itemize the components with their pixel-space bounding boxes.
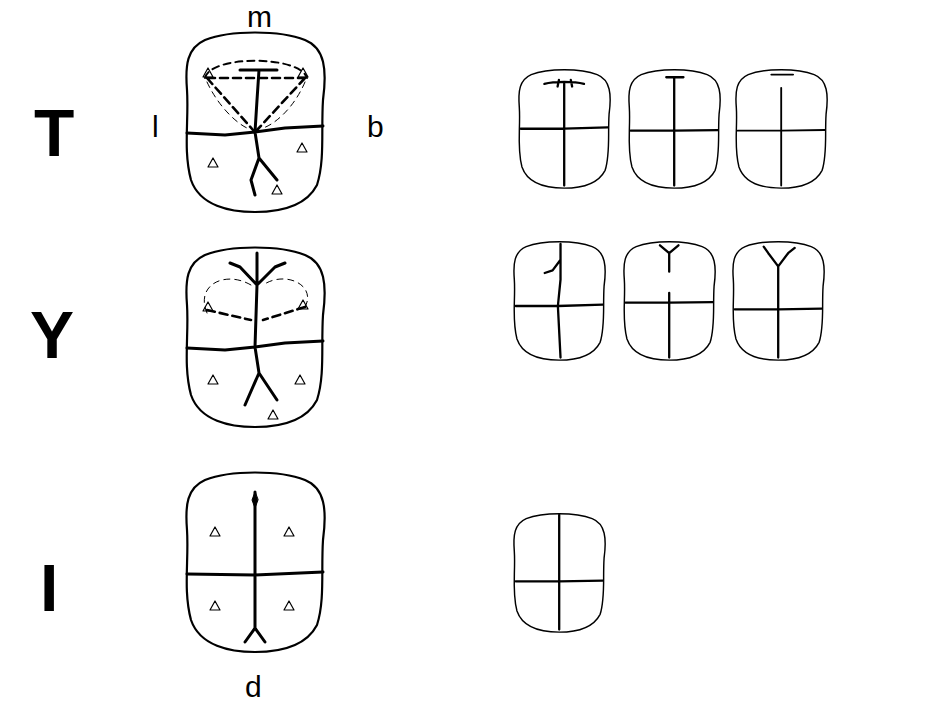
pattern-letter: T <box>34 100 74 166</box>
mesial-label: m <box>247 2 272 32</box>
y-pattern-tooth <box>186 248 324 428</box>
t-pattern-tooth <box>186 33 324 213</box>
lingual-label: l <box>152 112 159 142</box>
i-pattern-tooth <box>186 473 324 653</box>
distal-label: d <box>245 672 262 702</box>
buccal-label: b <box>367 112 384 142</box>
pattern-letter: I <box>40 555 58 621</box>
pattern-letter: Y <box>30 302 74 368</box>
